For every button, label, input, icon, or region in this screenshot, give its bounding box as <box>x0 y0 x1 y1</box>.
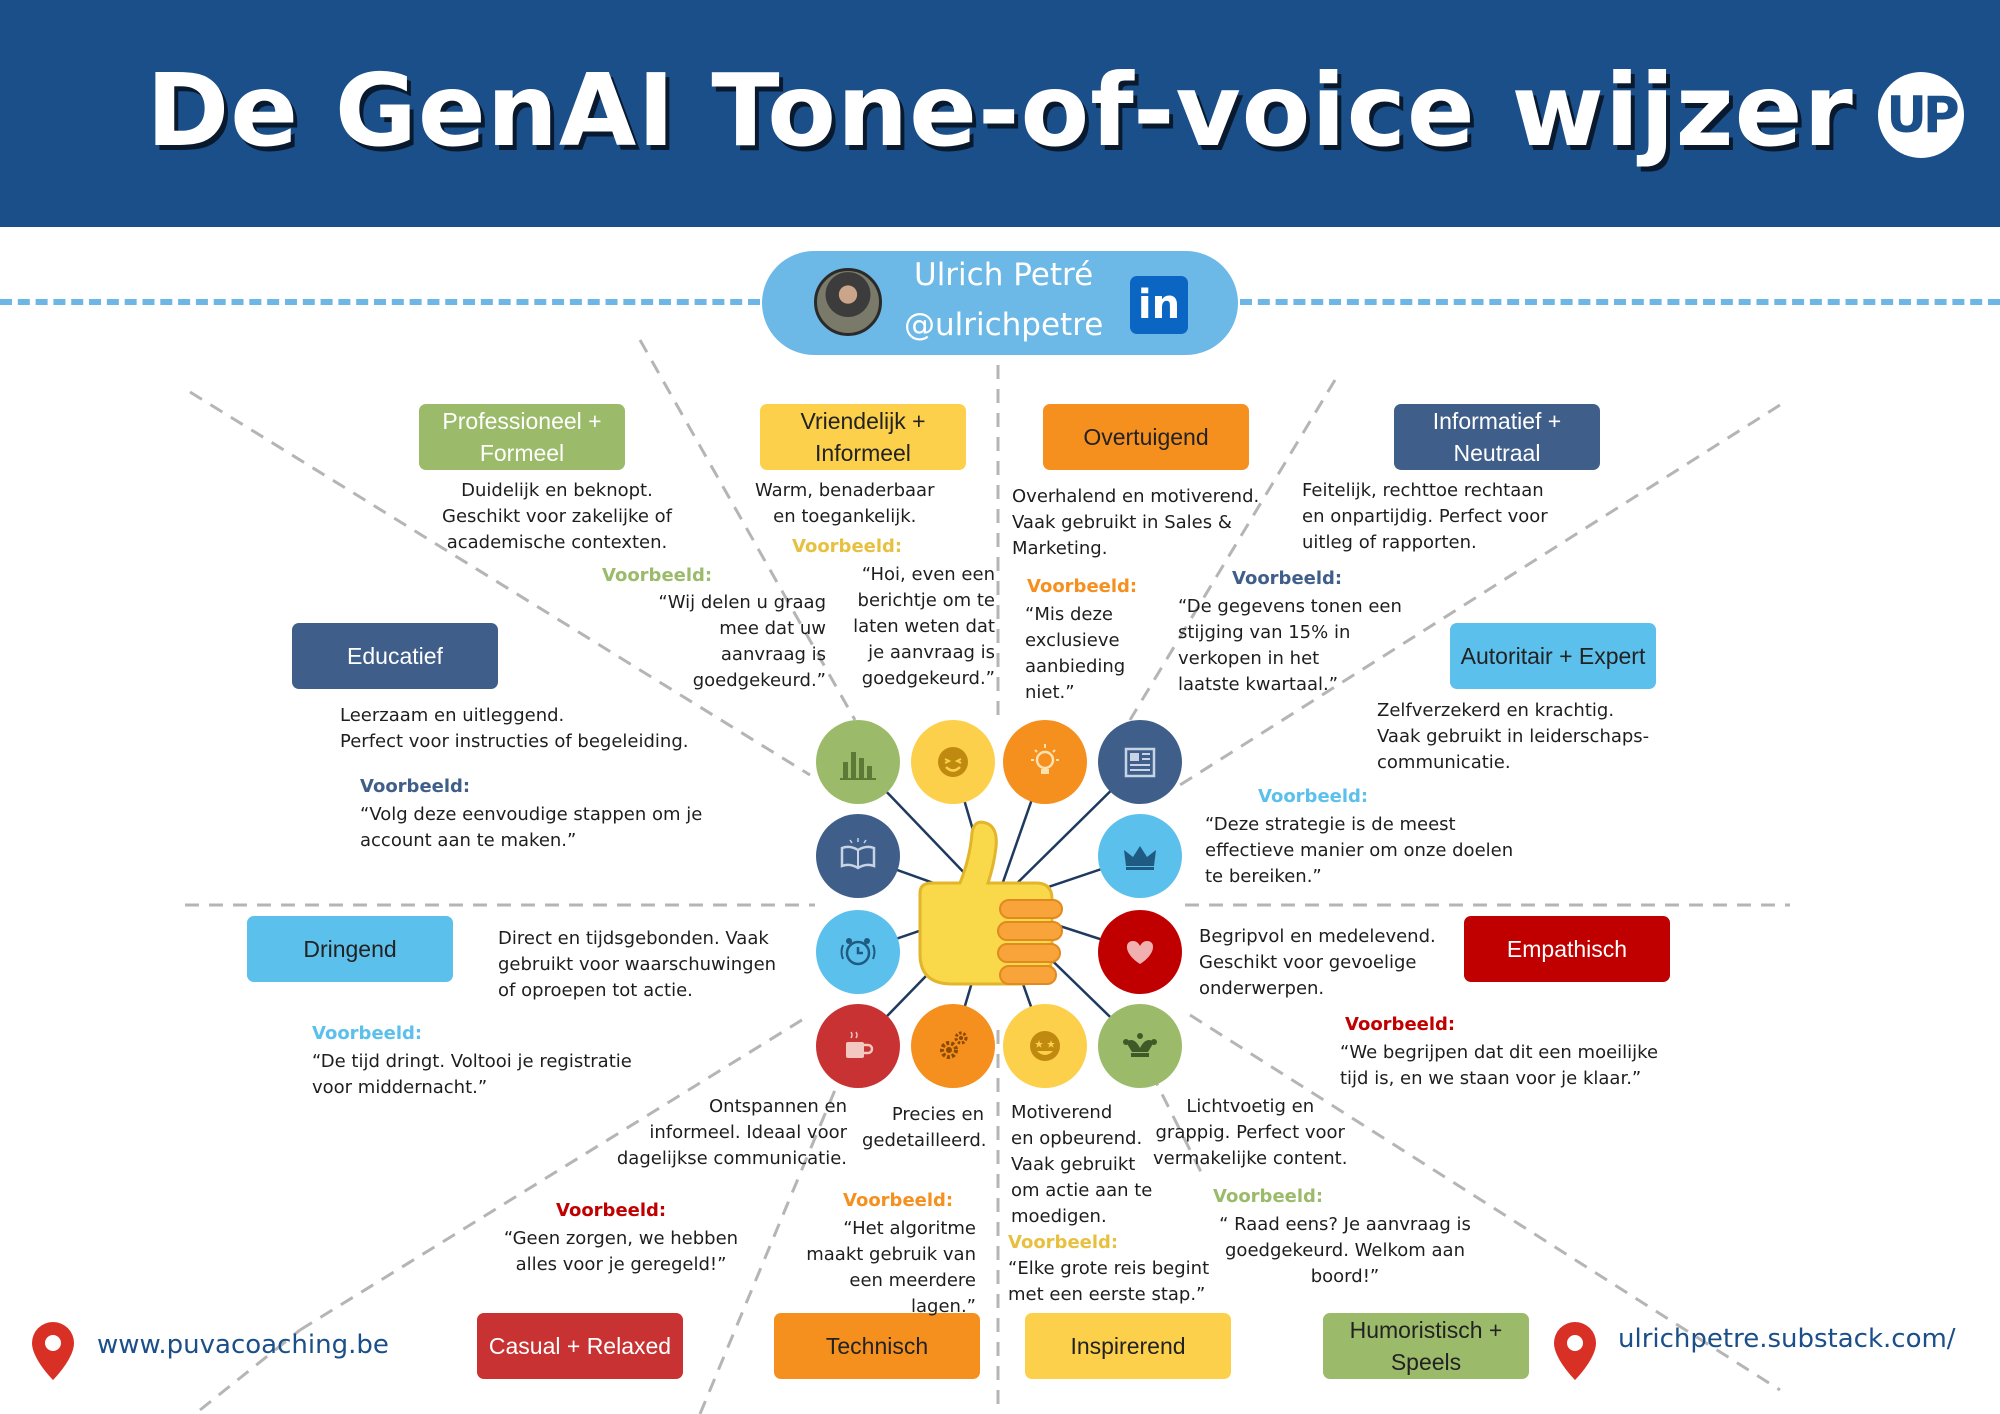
ray-line <box>1189 1013 1781 1392</box>
example-educatief: “Volg deze eenvoudige stappen om je acco… <box>360 804 703 851</box>
linkedin-icon[interactable]: in <box>1130 276 1188 334</box>
desc-casual: Ontspannen en informeel. Ideaal voor dag… <box>616 1096 847 1169</box>
example-technisch: “Het algoritme maakt gebruik van een mee… <box>806 1218 976 1317</box>
example-humoristisch: “ Raad eens? Je aanvraag is goedgekeurd.… <box>1219 1214 1471 1287</box>
location-pin-icon <box>1554 1322 1596 1380</box>
example-overtuigend: “Mis deze exclusieve aanbieding niet.” <box>1025 604 1126 703</box>
desc-inspirerend: Motiverend en opbeurend. Vaak gebruikt o… <box>1011 1102 1153 1227</box>
desc-overtuigend: Overhalend en motiverend. Vaak gebruikt … <box>1012 486 1260 559</box>
newspaper-icon <box>1098 720 1182 804</box>
avatar <box>814 268 882 336</box>
example-label-informatief: Voorbeeld: <box>1232 568 1343 589</box>
alarm-clock-icon <box>816 910 900 994</box>
ray-line <box>199 1328 301 1412</box>
open-book-icon <box>816 814 900 898</box>
author-handle: @ulrichpetre <box>904 307 1104 343</box>
label-vriendelijk-line1: Vriendelijk + <box>800 408 926 434</box>
desc-dringend: Direct en tijdsgebonden. Vaak gebruikt v… <box>498 928 777 1001</box>
lightbulb-icon <box>1003 720 1087 804</box>
label-informatief: Informatief + Neutraal <box>1394 404 1600 470</box>
ray-line <box>189 390 811 777</box>
label-humoristisch-line1: Humoristisch + <box>1349 1317 1503 1343</box>
label-informatief-line2: Neutraal <box>1453 440 1541 466</box>
ray-line <box>698 1029 862 1414</box>
ray-line <box>638 339 857 721</box>
header-banner: De GenAI Tone-of-voice wijzer UP <box>0 0 2000 227</box>
example-label-educatief: Voorbeeld: <box>360 776 471 797</box>
label-informatief-line1: Informatief + <box>1432 408 1562 434</box>
example-label-humoristisch: Voorbeeld: <box>1213 1186 1324 1207</box>
example-inspirerend: “Elke grote reis begint met een eerste s… <box>1008 1258 1210 1305</box>
label-overtuigend: Overtuigend <box>1043 404 1249 470</box>
label-humoristisch-line2: Speels <box>1390 1349 1462 1375</box>
label-professioneel: Professioneel + Formeel <box>419 404 625 470</box>
desc-humoristisch: Lichtvoetig en grappig. Perfect voor ver… <box>1153 1096 1348 1169</box>
example-informatief: “De gegevens tonen een stijging van 15% … <box>1178 596 1402 695</box>
substack-link[interactable]: ulrichpetre.substack.com/ <box>1618 1324 1956 1354</box>
gears-icon <box>911 1004 995 1088</box>
author-name: Ulrich Petré <box>914 257 1094 293</box>
location-pin-icon <box>32 1322 74 1380</box>
coffee-cup-icon <box>816 1004 900 1088</box>
example-casual: “Geen zorgen, we hebben alles voor je ge… <box>503 1228 739 1275</box>
heart-icon <box>1098 910 1182 994</box>
example-empathisch: “We begrijpen dat dit een moeilijke tijd… <box>1340 1042 1659 1089</box>
up-logo-text: UP <box>1886 86 1959 144</box>
wink-face-icon <box>911 720 995 804</box>
example-vriendelijk: “Hoi, even een berichtje om te laten wet… <box>853 564 995 689</box>
website-link[interactable]: www.puvacoaching.be <box>97 1330 389 1360</box>
desc-empathisch: Begripvol en medelevend. Geschikt voor g… <box>1199 926 1436 999</box>
desc-professioneel: Duidelijk en beknopt. Geschikt voor zake… <box>442 480 672 553</box>
example-label-dringend: Voorbeeld: <box>312 1023 423 1044</box>
example-label-empathisch: Voorbeeld: <box>1345 1014 1456 1035</box>
label-professioneel-line1: Professioneel + <box>442 408 602 434</box>
label-technisch: Technisch <box>774 1313 980 1379</box>
label-vriendelijk: Vriendelijk + Informeel <box>760 404 966 470</box>
label-casual: Casual + Relaxed <box>477 1313 683 1379</box>
star-eyes-face-icon <box>1003 1004 1087 1088</box>
desc-autoritair: Zelfverzekerd en krachtig. Vaak gebruikt… <box>1377 700 1650 773</box>
jester-hat-icon <box>1098 1004 1182 1088</box>
bar-chart-icon <box>816 720 900 804</box>
label-dringend: Dringend <box>247 916 453 982</box>
page-title: De GenAI Tone-of-voice wijzer <box>146 52 1854 169</box>
crown-icon <box>1098 814 1182 898</box>
label-educatief: Educatief <box>292 623 498 689</box>
desc-vriendelijk: Warm, benaderbaar en toegankelijk. <box>755 480 935 527</box>
desc-educatief: Leerzaam en uitleggend. Perfect voor ins… <box>340 705 689 752</box>
label-empathisch: Empathisch <box>1464 916 1670 982</box>
label-vriendelijk-line2: Informeel <box>815 440 911 466</box>
example-label-overtuigend: Voorbeeld: <box>1027 576 1138 597</box>
example-autoritair: “Deze strategie is de meest effectieve m… <box>1205 814 1514 887</box>
example-label-inspirerend: Voorbeeld: <box>1008 1232 1119 1253</box>
author-badge[interactable]: Ulrich Petré @ulrichpetre in <box>762 251 1238 355</box>
label-professioneel-line2: Formeel <box>479 440 565 466</box>
example-label-vriendelijk: Voorbeeld: <box>792 536 903 557</box>
dashed-divider-right <box>1240 299 2000 305</box>
ray-line <box>299 1013 811 1332</box>
example-dringend: “De tijd dringt. Voltooi je registratie … <box>312 1051 632 1098</box>
example-label-technisch: Voorbeeld: <box>843 1190 954 1211</box>
label-autoritair: Autoritair + Expert <box>1450 623 1656 689</box>
dashed-divider-left <box>0 299 760 305</box>
ray-line <box>1128 379 1337 721</box>
example-label-professioneel: Voorbeeld: <box>602 565 713 586</box>
desc-informatief: Feitelijk, rechttoe rechtaan en onpartij… <box>1302 480 1548 553</box>
up-logo: UP <box>1878 72 1964 158</box>
label-inspirerend: Inspirerend <box>1025 1313 1231 1379</box>
example-label-autoritair: Voorbeeld: <box>1258 786 1369 807</box>
thumbs-up-icon <box>900 808 1090 998</box>
label-humoristisch: Humoristisch + Speels <box>1323 1313 1529 1379</box>
desc-technisch: Precies en gedetailleerd. <box>862 1104 987 1151</box>
example-professioneel: “Wij delen u graag mee dat uw aanvraag i… <box>658 592 826 691</box>
example-label-casual: Voorbeeld: <box>556 1200 667 1221</box>
